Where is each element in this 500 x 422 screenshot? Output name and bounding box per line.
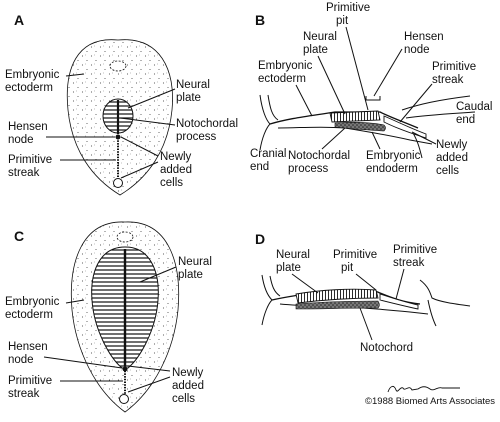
panel-b-neural-plate-shape xyxy=(329,110,381,123)
panel-c-newly-added-cells-label: Newly added cells xyxy=(172,367,207,405)
panel-c-embryonic-ectoderm-label: Embryonic ectoderm xyxy=(5,296,63,321)
panel-d-notochord-shape xyxy=(295,300,380,310)
panel-d-pit-leader xyxy=(355,273,377,291)
panel-d-letter: D xyxy=(255,231,265,247)
panel-d-primitive-streak-shape xyxy=(379,293,419,310)
panel-d-primitive-pit-label: Primitive pit xyxy=(333,249,380,274)
panel-b-caudal-end-label: Caudal end xyxy=(456,101,496,126)
panel-a-hensen-node-label: Hensen node xyxy=(8,121,51,146)
panel-b-neural-plate-label: Neural plate xyxy=(303,31,340,56)
panel-d-primitive-streak-label: Primitive streak xyxy=(393,244,440,269)
panel-a-neural-plate-label: Neural plate xyxy=(176,79,213,104)
panel-a-neural-plate-leader xyxy=(127,88,176,109)
panel-d-neural-plate-label: Neural plate xyxy=(276,249,313,274)
panel-a-primitive-streak-label: Primitive streak xyxy=(8,154,55,179)
panel-c-newly-added-leader-2 xyxy=(127,376,171,393)
panel-a-cloacal-membrane xyxy=(113,178,123,188)
panel-b-hensen-node-label: Hensen node xyxy=(404,31,447,56)
panel-a-newly-added-cells-label: Newly added cells xyxy=(160,151,195,189)
panel-d-neural-leader xyxy=(291,273,319,294)
panel-a-notochordal-process-label: Notochordal process xyxy=(176,118,241,143)
panel-b-primitive-pit-label: Primitive pit xyxy=(326,2,373,27)
panel-b-neural-leader xyxy=(317,55,346,115)
panel-c-hensen-node-label: Hensen node xyxy=(8,341,51,366)
panel-a: A Embryonic ectoderm Neural plate Notoch… xyxy=(5,12,241,196)
panel-a-newly-added-leader-2 xyxy=(120,161,159,179)
panel-b-endoderm-leader xyxy=(371,131,381,150)
panel-d-caudal-membrane xyxy=(419,279,471,327)
credit: ©1988 Biomed Arts Associates xyxy=(365,385,495,407)
panel-b-ectoderm-sheet xyxy=(269,111,419,129)
panel-c-newly-added-leader-1 xyxy=(127,365,171,372)
panel-d-neural-plate-shape xyxy=(295,288,379,304)
panel-b-primitive-streak-label: Primitive streak xyxy=(432,61,479,86)
panel-b-letter: B xyxy=(255,12,265,28)
panel-c-neural-leader xyxy=(139,266,177,283)
panel-b-notochordal-leader xyxy=(321,127,346,150)
panel-a-hensen-node-shape xyxy=(115,134,121,140)
panel-d: D Neural plate Primitive pit Primitive s… xyxy=(255,231,471,354)
panel-a-oropharyngeal-membrane xyxy=(109,60,127,72)
panel-c-cloacal-membrane xyxy=(119,394,129,404)
panel-b-hensen-bracket xyxy=(365,96,381,101)
panel-b-hensen-leader xyxy=(373,48,403,97)
panel-c-primitive-streak-label: Primitive streak xyxy=(8,375,55,400)
panel-b-embryonic-ectoderm-label: Embryonic ectoderm xyxy=(258,60,316,85)
panel-c-hensen-leader xyxy=(43,356,123,369)
panel-b-pit-leader xyxy=(345,26,369,111)
panel-c-neural-plate-label: Neural plate xyxy=(178,256,215,281)
panel-b-notochordal-process-label: Notochordal process xyxy=(288,150,353,175)
panel-c-letter: C xyxy=(14,228,24,244)
panel-a-notochordal-leader xyxy=(119,117,176,126)
panel-b-streak-leader xyxy=(399,83,433,123)
panel-d-notochord-leader xyxy=(359,307,373,341)
panel-c: C Neural plate Embryonic ectoderm Hensen… xyxy=(5,221,215,413)
panel-a-newly-added-leader-1 xyxy=(120,136,159,157)
panel-b-primitive-streak-shape xyxy=(383,115,427,139)
panel-d-notochord-label: Notochord xyxy=(360,342,413,354)
artist-signature xyxy=(387,385,460,393)
panel-b-newly-added-leader xyxy=(411,131,437,145)
panel-b: B Primitive pit Neural plate Hensen node xyxy=(250,2,496,177)
panel-b-newly-added-cells-label: Newly added cells xyxy=(436,139,471,177)
copyright-text: ©1988 Biomed Arts Associates xyxy=(365,396,495,407)
panel-a-embryonic-ectoderm-label: Embryonic ectoderm xyxy=(5,69,63,94)
panel-d-cranial-membrane xyxy=(261,274,281,326)
panel-a-ectoderm-leader xyxy=(65,73,85,77)
panel-b-ectoderm-leader xyxy=(295,84,313,117)
panel-a-letter: A xyxy=(14,12,24,28)
panel-d-streak-leader xyxy=(395,268,405,300)
panel-c-hensen-node-shape xyxy=(122,366,128,372)
panel-c-ectoderm-leader xyxy=(65,299,85,304)
panel-b-notochordal-process-shape xyxy=(334,122,386,132)
panel-b-embryonic-endoderm-label: Embryonic endoderm xyxy=(366,150,424,175)
panel-c-oropharyngeal-membrane xyxy=(116,231,134,243)
panel-b-cranial-end-label: Cranial end xyxy=(250,148,290,173)
